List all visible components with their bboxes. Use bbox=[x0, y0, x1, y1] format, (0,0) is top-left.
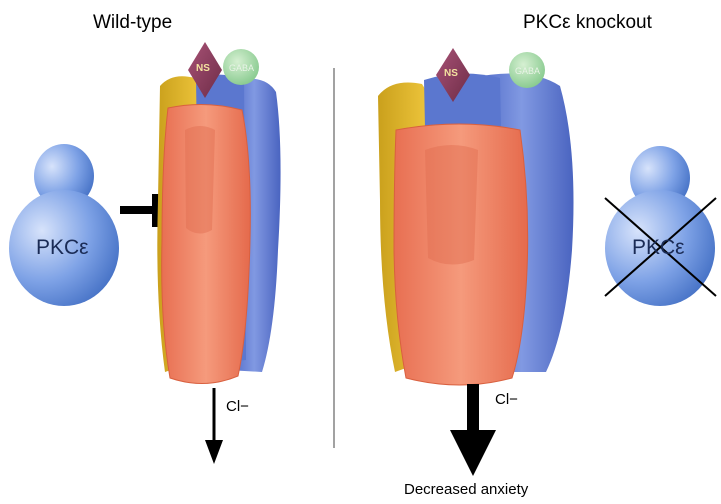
wildtype-gaba-label: GABA bbox=[229, 63, 254, 73]
gaba-receptor-knockout bbox=[378, 73, 574, 385]
wildtype-title: Wild-type bbox=[93, 12, 172, 34]
knockout-chloride-label: Cl− bbox=[495, 391, 518, 408]
gaba-receptor-wildtype bbox=[157, 74, 280, 383]
knockout-kinase-label: PKCε bbox=[632, 236, 685, 260]
outcome-caption: Decreased anxiety bbox=[404, 481, 528, 498]
wildtype-kinase-label: PKCε bbox=[36, 236, 89, 260]
chloride-flow-arrow-wildtype bbox=[205, 388, 223, 464]
inhibition-symbol bbox=[120, 194, 156, 227]
chloride-flow-arrow-knockout bbox=[450, 384, 496, 476]
wildtype-chloride-label: Cl− bbox=[226, 398, 249, 415]
knockout-ns-label: NS bbox=[444, 68, 458, 79]
knockout-gaba-label: GABA bbox=[515, 66, 540, 76]
pkc-epsilon-kinase-wildtype bbox=[9, 144, 119, 306]
knockout-title: PKCε knockout bbox=[523, 12, 652, 34]
wildtype-ns-label: NS bbox=[196, 63, 210, 74]
